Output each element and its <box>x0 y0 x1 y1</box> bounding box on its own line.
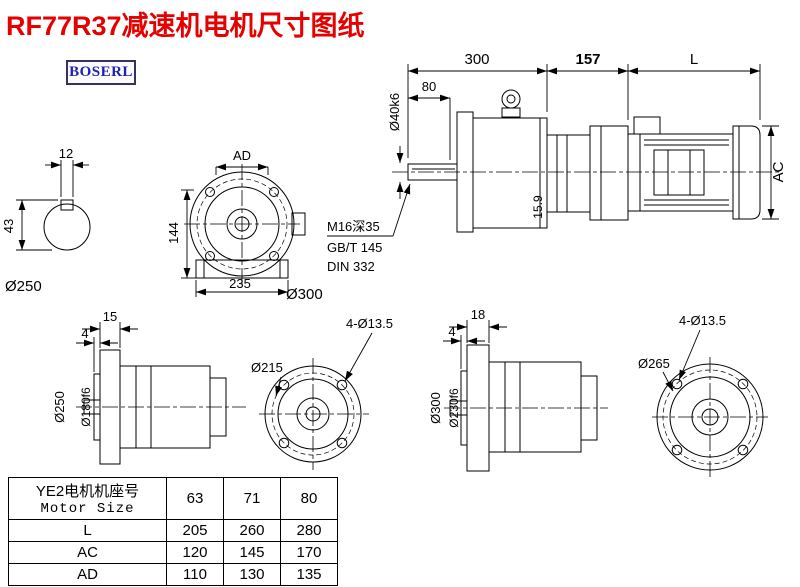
dim-144-label: 144 <box>166 222 181 244</box>
table-row-AC: AC 120 145 170 <box>8 541 338 564</box>
table-header-row: YE2电机机座号 Motor Size 63 71 80 <box>8 477 338 520</box>
table-cell: 120 <box>166 541 224 564</box>
dim-300-label: 300 <box>464 51 489 68</box>
motor-size-table: YE2电机机座号 Motor Size 63 71 80 L 205 260 2… <box>8 477 338 586</box>
dim-157-label: 157 <box>575 51 600 68</box>
dim-height-label: 43 <box>1 219 16 233</box>
row-label: AD <box>8 563 167 586</box>
table-cell: 135 <box>280 563 338 586</box>
flange300-front-view: 4-Ø13.5 Ø265 <box>638 313 768 477</box>
gearbox-front-view: AD 144 235 <box>166 148 306 297</box>
row-label: AC <box>8 541 167 564</box>
dim-outer-dia-label: Ø300 <box>428 392 443 424</box>
brand-logo: BOSERL <box>66 60 136 85</box>
table-row-AD: AD 110 130 135 <box>8 563 338 586</box>
dim-shaft-dia-label: Ø40k6 <box>387 93 402 131</box>
side-boss <box>291 212 306 236</box>
table-cell: 260 <box>223 519 281 542</box>
main-side-view <box>392 89 782 233</box>
flange250-side-view: 15 4 Ø250 Ø180f6 <box>52 309 246 465</box>
tap-hole-note: M16深35 <box>327 219 380 234</box>
bolt-hole <box>336 437 348 449</box>
page-title: RF77R37减速机电机尺寸图纸 <box>6 11 365 41</box>
bolt-hole <box>278 437 290 449</box>
size-column-header: 80 <box>280 477 338 520</box>
motor-flange-bell <box>589 125 629 221</box>
dim-15-label: 15 <box>103 309 117 324</box>
table-cell: 170 <box>280 541 338 564</box>
bolt-circle-label: Ø215 <box>251 360 283 375</box>
main-side-view-dimensions: 300 157 L 80 Ø40k6 AC 15.9 M16深35 GB/T 1… <box>286 51 787 303</box>
dim-spigot-dia-label: Ø230f6 <box>447 388 461 428</box>
table-cell: 110 <box>166 563 224 586</box>
table-cell: 205 <box>166 519 224 542</box>
dim-ac-label: AC <box>770 161 787 182</box>
keyway <box>60 199 74 211</box>
terminal-box <box>633 116 661 135</box>
flange300-side-view: 18 4 Ø300 Ø230f6 <box>428 307 608 472</box>
bolt-hole <box>737 444 749 456</box>
motor-body <box>627 133 734 212</box>
table-row-L: L 205 260 280 <box>8 519 338 542</box>
dim-4-label: 4 <box>81 326 88 341</box>
dim-outer-dia-label: Ø250 <box>52 391 67 423</box>
table-cell: 145 <box>223 541 281 564</box>
eyebolt <box>501 89 521 109</box>
dim-spigot-dia-label: Ø180f6 <box>79 387 93 427</box>
dim-4-label: 4 <box>448 324 455 339</box>
dim-ad-label: AD <box>233 148 251 163</box>
shaft-cross-section: 12 43 Ø250 <box>1 146 91 295</box>
table-header-cell: YE2电机机座号 Motor Size <box>8 477 167 520</box>
bolt-circle-label: Ø265 <box>638 356 670 371</box>
row-label: L <box>8 519 167 542</box>
dim-key-width-label: 12 <box>59 146 73 161</box>
bolt-hole <box>336 379 348 391</box>
size-column-header: 63 <box>166 477 224 520</box>
bolt-hole <box>737 378 749 390</box>
flange250-front-view: 4-Ø13.5 Ø215 <box>251 316 393 470</box>
dim-15-9-label: 15.9 <box>531 195 545 219</box>
table-cell: 280 <box>280 519 338 542</box>
bolt-hole <box>269 187 279 197</box>
dim-80-label: 80 <box>422 79 436 94</box>
fan-cowl <box>732 125 761 220</box>
size-column-header: 71 <box>223 477 281 520</box>
holes-note: 4-Ø13.5 <box>346 316 393 331</box>
flange-dia-caption-main: Ø300 <box>286 286 323 303</box>
table-header-cn: YE2电机机座号 <box>35 483 140 500</box>
table-header-en: Motor Size <box>40 501 135 517</box>
bolt-hole <box>205 187 215 197</box>
holes-note: 4-Ø13.5 <box>679 313 726 328</box>
mounting-feet <box>195 259 289 279</box>
tap-standard-din: DIN 332 <box>327 259 375 274</box>
adapter <box>546 134 591 213</box>
tap-standard-gb: GB/T 145 <box>327 240 382 255</box>
dim-235-label: 235 <box>229 276 251 291</box>
flange-dia-caption-left: Ø250 <box>5 278 42 295</box>
gear-body <box>488 361 582 453</box>
table-cell: 130 <box>223 563 281 586</box>
bolt-hole <box>671 444 683 456</box>
dim-18-label: 18 <box>471 307 485 322</box>
dim-L-label: L <box>690 51 698 68</box>
